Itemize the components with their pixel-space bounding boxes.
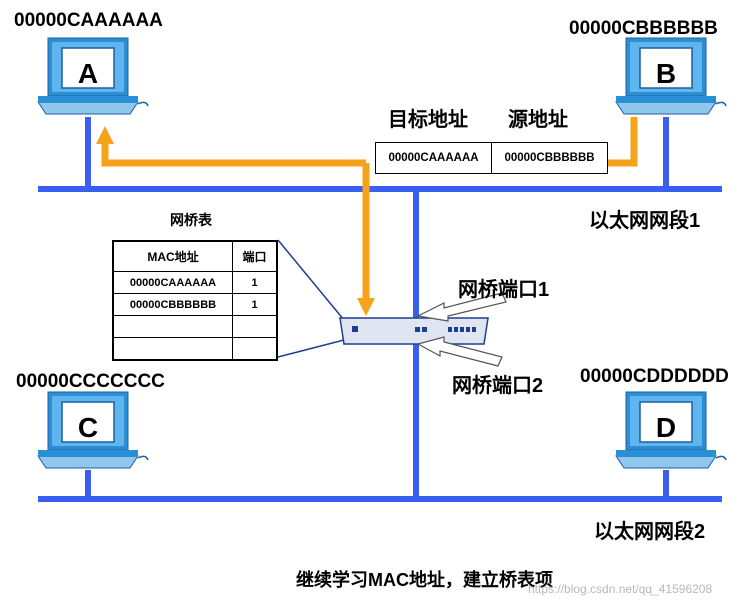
- host-d-mac: 00000CDDDDDD: [580, 366, 729, 387]
- frame-src-value: 00000CBBBBBB: [491, 143, 607, 173]
- host-a-letter: A: [78, 58, 98, 89]
- bridge-device: [339, 317, 489, 345]
- bridge-table-title: 网桥表: [170, 212, 212, 228]
- table-link-top: [277, 239, 345, 321]
- host-a-mac: 00000CAAAAAA: [14, 10, 163, 31]
- frame-dest-value: 00000CAAAAAA: [388, 152, 479, 164]
- bridge-table-header-port: 端口: [232, 240, 278, 272]
- frame-path-right: [608, 117, 638, 167]
- host-b-letter: B: [656, 58, 676, 89]
- bridge-table-header-mac: MAC地址: [112, 240, 233, 272]
- frame-arrow-up: [96, 126, 114, 144]
- host-b-mac: 00000CBBBBBB: [569, 18, 718, 39]
- table-row: 00000CAAAAAA 1: [112, 271, 278, 294]
- table-cell-port: [232, 337, 278, 361]
- table-cell-mac: [112, 337, 233, 361]
- table-cell-port: [232, 315, 278, 338]
- table-cell-mac: 00000CBBBBBB: [112, 293, 233, 316]
- bridge-port-2-label: 网桥端口2: [452, 375, 544, 397]
- table-cell-port: 1: [232, 271, 278, 294]
- host-c-mac: 00000CCCCCCC: [16, 371, 165, 392]
- table-row: [112, 337, 278, 361]
- table-link-bottom: [277, 339, 345, 358]
- table-row: [112, 315, 278, 338]
- port-1-arrow: [416, 292, 507, 322]
- bridge-table-header-row: MAC地址 端口: [112, 240, 278, 272]
- host-c-letter: C: [78, 412, 98, 443]
- port-2-arrow: [416, 336, 503, 367]
- table-cell-mac: [112, 315, 233, 338]
- host-d-letter: D: [656, 412, 676, 443]
- diagram-caption: 继续学习MAC地址，建立桥表项: [296, 570, 553, 590]
- segment-2-label: 以太网网段2: [594, 521, 706, 543]
- table-row: 00000CBBBBBB 1: [112, 293, 278, 316]
- table-cell-mac: 00000CAAAAAA: [112, 271, 233, 294]
- frame-arrow-down: [357, 298, 375, 316]
- frame-src-header: 源地址: [508, 109, 568, 131]
- bridge-table: MAC地址 端口 00000CAAAAAA 1 00000CBBBBBB 1: [112, 240, 278, 361]
- frame-box: 00000CAAAAAA 00000CBBBBBB: [375, 142, 608, 174]
- frame-path-left: [101, 142, 366, 167]
- watermark-text: https://blog.csdn.net/qq_41596208: [528, 582, 713, 596]
- bridge-port-1-label: 网桥端口1: [458, 279, 550, 301]
- table-cell-port: 1: [232, 293, 278, 316]
- frame-dest-header: 目标地址: [388, 109, 468, 131]
- segment-1-label: 以太网网段1: [589, 210, 701, 232]
